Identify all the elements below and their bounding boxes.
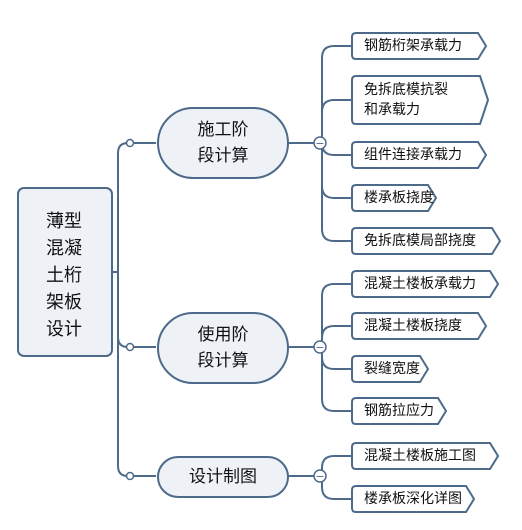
leaf-box-0-2 xyxy=(351,141,488,169)
leaf-crack-width[interactable]: 裂缝宽度 xyxy=(364,361,420,377)
leaf-truss-capacity[interactable]: 钢筋桁架承载力 xyxy=(364,38,462,54)
collapse-toggle-1 xyxy=(313,340,327,354)
stage-node-box-0 xyxy=(157,107,289,179)
leaf-rebar-stress[interactable]: 钢筋拉应力 xyxy=(364,403,434,419)
stage-branch-2 xyxy=(117,465,156,477)
root-node-label: 薄型 混凝 土桁 架板 设计 xyxy=(46,210,82,340)
leaf-box-0-1 xyxy=(351,75,490,125)
stage-node-box-1 xyxy=(157,312,289,384)
leaf-box-1-2 xyxy=(351,355,430,383)
leaf-box-1-1 xyxy=(351,312,488,340)
leaf-connector-1-1 xyxy=(321,325,352,347)
branch-dot-0 xyxy=(125,138,135,148)
branch-dot-1 xyxy=(125,342,135,352)
leaf-slab-deflection[interactable]: 混凝土楼板挠度 xyxy=(364,318,462,334)
leaf-connector-0-3 xyxy=(321,143,352,199)
node-shapes: − − − xyxy=(17,32,502,513)
leaf-box-1-3 xyxy=(351,397,448,425)
leaf-deck-deflection[interactable]: 楼承板挠度 xyxy=(364,190,434,206)
leaf-connector-1-2 xyxy=(321,347,352,370)
branch-dot-2 xyxy=(125,471,135,481)
leaf-box-0-0 xyxy=(351,32,488,60)
leaf-box-0-3 xyxy=(351,184,438,212)
leaf-slab-capacity[interactable]: 混凝土楼板承载力 xyxy=(364,276,476,292)
collapse-toggle-2 xyxy=(313,469,327,483)
leaf-connector-2-1 xyxy=(321,476,352,500)
root-node-box xyxy=(17,187,113,357)
stage-drawing-label[interactable]: 设计制图 xyxy=(189,467,257,487)
leaf-slab-construction-drawing[interactable]: 混凝土楼板施工图 xyxy=(364,448,476,464)
collapse-toggle-sign-2: − xyxy=(315,470,324,483)
leaf-box-2-0 xyxy=(351,442,500,470)
leaf-connector-2-0 xyxy=(321,455,352,476)
leaf-connector-0-0 xyxy=(321,45,352,143)
collapse-toggle-sign-1: − xyxy=(315,341,324,354)
leaf-formwork-crack-capacity[interactable]: 免拆底模抗裂 和承载力 xyxy=(364,82,448,118)
stage-node-box-2 xyxy=(157,456,289,498)
collapse-toggle-0 xyxy=(313,136,327,150)
stage-branch-0 xyxy=(117,142,156,154)
stage-branch-1 xyxy=(117,336,156,348)
leaf-deck-detail-drawing[interactable]: 楼承板深化详图 xyxy=(364,491,462,507)
leaf-formwork-local-deflection[interactable]: 免拆底模局部挠度 xyxy=(364,233,476,249)
leaf-connection-capacity[interactable]: 组件连接承载力 xyxy=(364,147,462,163)
leaf-connector-0-1 xyxy=(321,99,352,143)
stage-service-label[interactable]: 使用阶 段计算 xyxy=(197,325,249,371)
leaf-connector-1-3 xyxy=(321,347,352,412)
leaf-box-2-1 xyxy=(351,485,476,513)
leaf-box-1-0 xyxy=(351,270,500,298)
leaf-box-0-4 xyxy=(351,227,502,255)
leaf-connector-1-0 xyxy=(321,283,352,347)
collapse-toggle-sign-0: − xyxy=(315,137,324,150)
connector-lines xyxy=(112,45,352,500)
stage-construction-label[interactable]: 施工阶 段计算 xyxy=(197,120,249,166)
leaf-connector-0-4 xyxy=(321,143,352,242)
